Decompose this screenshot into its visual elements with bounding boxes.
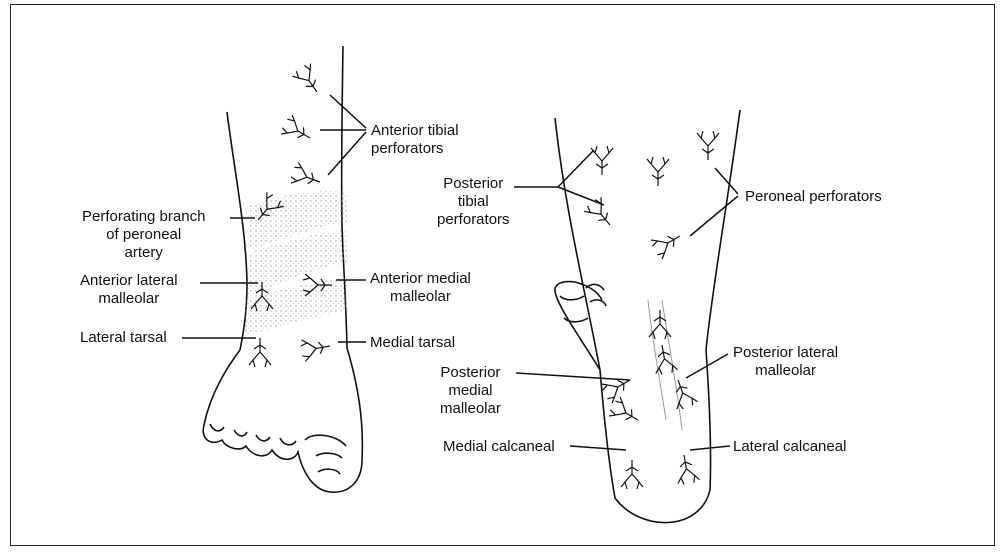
label-medial-calcaneal: Medial calcaneal	[443, 438, 555, 456]
label-posterior-lateral-malleolar: Posterior lateral malleolar	[733, 344, 838, 380]
label-posterior-medial-malleolar: Posterior medial malleolar	[440, 364, 501, 418]
label-lateral-tarsal: Lateral tarsal	[80, 329, 167, 347]
posterior-vessels	[583, 131, 719, 489]
posterior-foot-drawing	[555, 110, 740, 523]
label-anterior-lateral-malleolar: Anterior lateral malleolar	[80, 272, 178, 308]
ankle-shading	[245, 191, 347, 336]
label-medial-tarsal: Medial tarsal	[370, 334, 455, 352]
label-posterior-tibial-perforators: Posterior tibial perforators	[437, 175, 510, 229]
label-anterior-medial-malleolar: Anterior medial malleolar	[370, 270, 471, 306]
label-anterior-tibial-perforators: Anterior tibial perforators	[371, 122, 459, 158]
label-lateral-calcaneal: Lateral calcaneal	[733, 438, 846, 456]
label-peroneal-perforators: Peroneal perforators	[745, 188, 882, 206]
label-perforating-branch-peroneal-artery: Perforating branch of peroneal artery	[82, 208, 205, 262]
